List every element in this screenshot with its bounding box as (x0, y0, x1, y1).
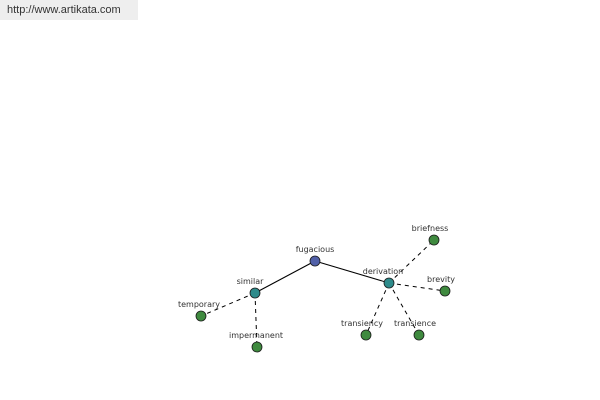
node-label-fugacious[interactable]: fugacious (296, 245, 335, 254)
node-circle-impermanent[interactable] (251, 341, 263, 353)
node-label-impermanent[interactable]: impermanent (229, 331, 283, 340)
node-label-derivation[interactable]: derivation (363, 267, 403, 276)
edges-layer (200, 239, 446, 348)
edge-similar-impermanent (254, 292, 258, 348)
node-label-transience[interactable]: transience (394, 319, 436, 328)
edge-derivation-transience (388, 282, 420, 336)
node-transiency[interactable]: transiency (341, 319, 383, 341)
edge-derivation-transiency (365, 282, 390, 336)
node-circle-transiency[interactable] (360, 329, 372, 341)
url-banner: http://www.artikata.com (0, 0, 138, 20)
node-brevity[interactable]: brevity (427, 275, 455, 297)
edge-similar-temporary (200, 292, 256, 317)
node-label-similar[interactable]: similar (237, 277, 265, 286)
node-label-temporary[interactable]: temporary (178, 300, 220, 309)
node-circle-temporary[interactable] (195, 310, 207, 322)
node-similar[interactable]: similar (237, 277, 265, 299)
edge-fugacious-similar (254, 260, 316, 294)
node-fugacious[interactable]: fugacious (296, 245, 335, 267)
node-circle-similar[interactable] (249, 287, 261, 299)
edge-fugacious-derivation (314, 260, 390, 284)
node-label-brevity[interactable]: brevity (427, 275, 455, 284)
node-transience[interactable]: transience (394, 319, 436, 341)
node-impermanent[interactable]: impermanent (229, 331, 283, 353)
site-url-link[interactable]: http://www.artikata.com (7, 4, 121, 16)
node-circle-derivation[interactable] (383, 277, 395, 289)
nodes-layer: fugacious similar derivation temporary imper… (178, 224, 455, 353)
node-briefness[interactable]: briefness (412, 224, 449, 246)
node-circle-brevity[interactable] (439, 285, 451, 297)
node-temporary[interactable]: temporary (178, 300, 220, 322)
edge-derivation-briefness (388, 239, 435, 284)
node-derivation[interactable]: derivation (363, 267, 403, 289)
node-circle-fugacious[interactable] (309, 255, 321, 267)
node-label-briefness[interactable]: briefness (412, 224, 449, 233)
node-circle-briefness[interactable] (428, 234, 440, 246)
edge-derivation-brevity (388, 282, 446, 292)
node-label-transiency[interactable]: transiency (341, 319, 383, 328)
node-circle-transience[interactable] (413, 329, 425, 341)
